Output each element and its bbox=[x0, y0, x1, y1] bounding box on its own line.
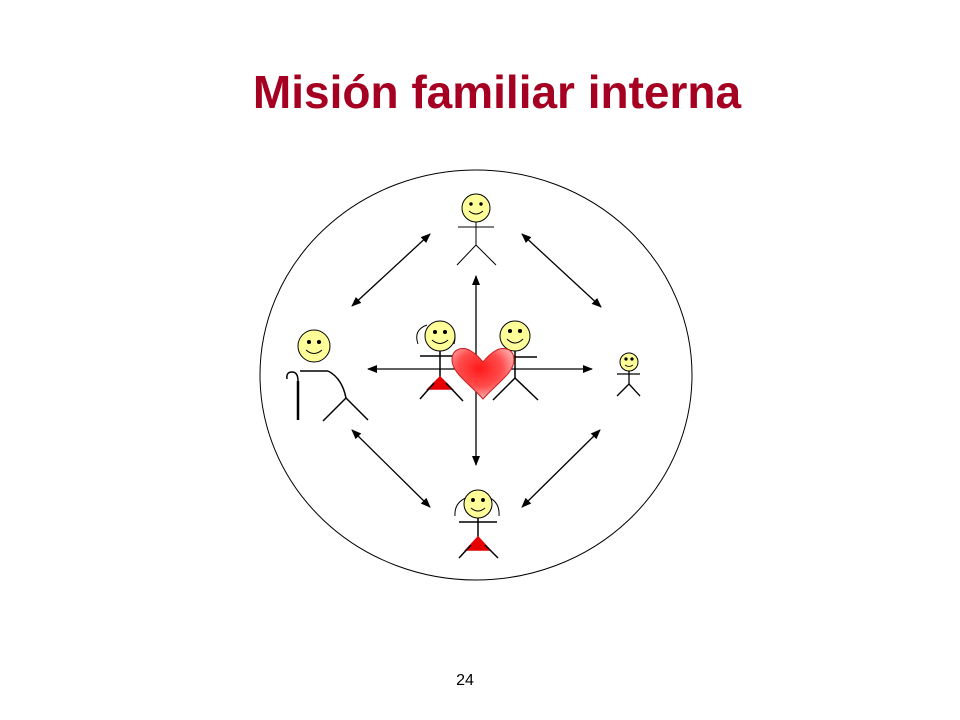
figure-daughter bbox=[454, 489, 500, 559]
arrow-top-left bbox=[351, 233, 431, 307]
family-circle bbox=[259, 169, 693, 581]
slide-title: Misión familiar interna bbox=[252, 66, 742, 118]
relationship-arrows bbox=[351, 233, 602, 508]
arrow-top-right bbox=[521, 233, 602, 308]
figure-top-person bbox=[456, 193, 497, 266]
heart-icon bbox=[451, 347, 515, 400]
arrow-bottom-right bbox=[521, 429, 601, 508]
figure-father bbox=[492, 320, 539, 401]
figure-grandparent-with-cane bbox=[286, 329, 369, 422]
page-number: 24 bbox=[456, 672, 474, 689]
arrow-bottom-left bbox=[351, 429, 431, 508]
figure-baby bbox=[616, 352, 641, 397]
